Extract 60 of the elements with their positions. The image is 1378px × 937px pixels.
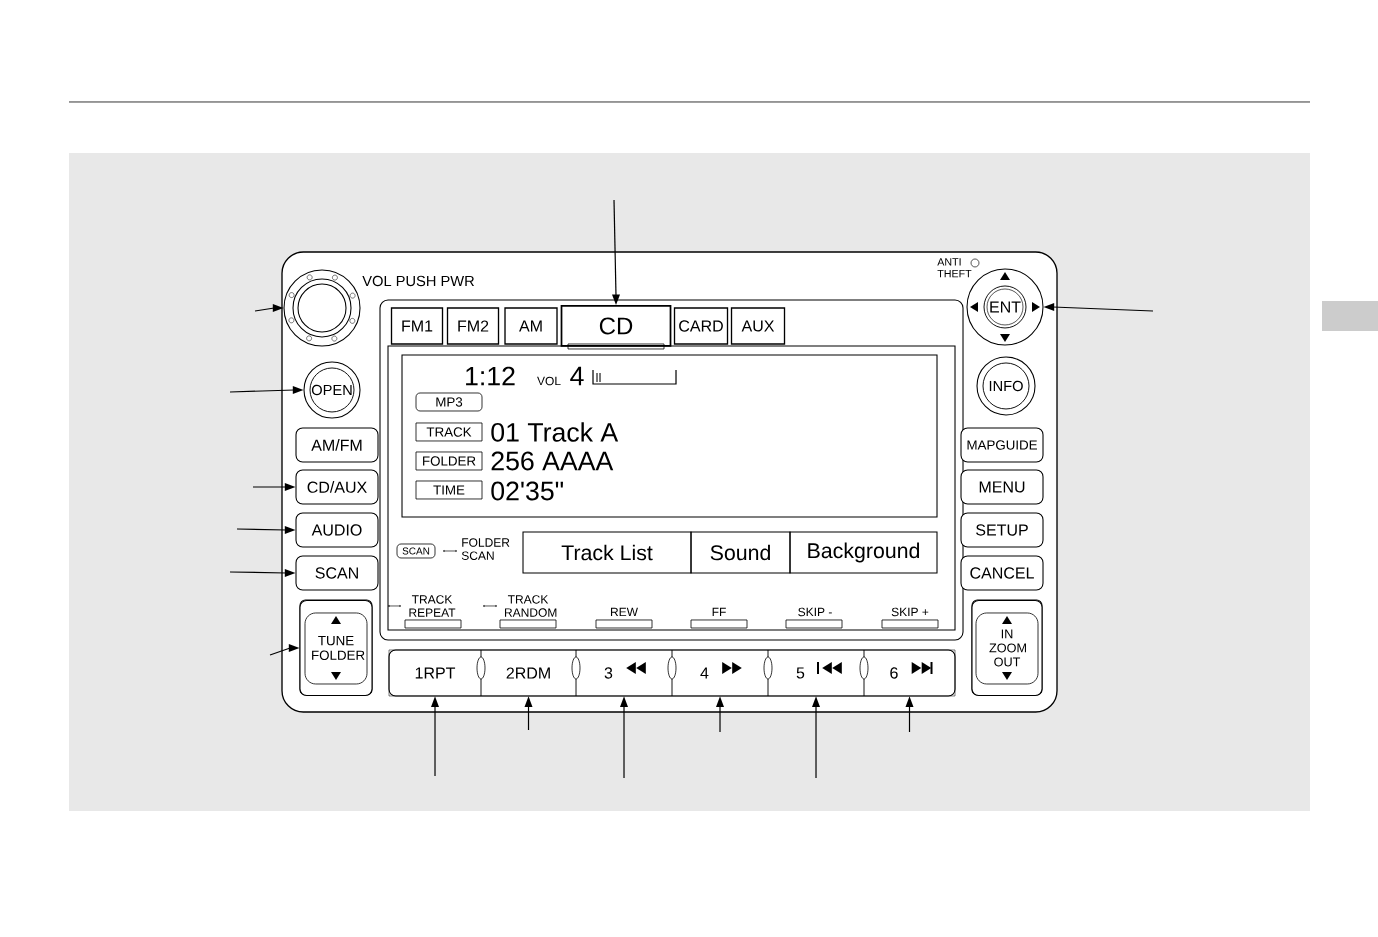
leader-arrow xyxy=(716,696,724,733)
leader-arrow xyxy=(812,696,820,779)
push-button: MAPGUIDE xyxy=(960,427,1044,463)
push-button: AM/FM xyxy=(295,427,379,463)
display-text: 02'35" xyxy=(491,481,563,501)
display-text: 01 Track A xyxy=(491,422,619,442)
leader-arrow xyxy=(524,696,533,731)
display-tag: TIME xyxy=(415,480,483,500)
soft-key-label: TRACK RANDOM xyxy=(505,595,557,617)
preset-button: 5 xyxy=(767,649,865,697)
leader-arrow xyxy=(229,569,296,577)
knob-label: VOL PUSH PWR xyxy=(362,275,475,287)
knob xyxy=(283,269,361,347)
leader-arrow xyxy=(236,526,296,534)
preset-button: 1RPT xyxy=(388,649,482,697)
push-button: MENU xyxy=(960,469,1044,505)
preset-button: 4 xyxy=(671,649,769,697)
display-text: VOL xyxy=(537,376,561,386)
push-button: SETUP xyxy=(960,512,1044,548)
menu-item: Track List xyxy=(522,531,692,574)
soft-key-label: REW xyxy=(611,607,638,617)
soft-key-label: TRACK REPEAT xyxy=(409,595,456,617)
round-button: OPEN xyxy=(303,361,361,419)
leader-arrow xyxy=(612,199,620,306)
menu-item: Sound xyxy=(690,531,791,574)
push-button: TUNE FOLDER xyxy=(299,599,373,696)
soft-key-label: SKIP - xyxy=(798,607,832,617)
display-text: 1:12 xyxy=(466,366,515,386)
preset-button: 3 xyxy=(575,649,673,697)
preset-button: 2RDM xyxy=(480,649,577,697)
preset-button: 6 xyxy=(863,649,956,697)
leader-arrow xyxy=(620,696,628,779)
push-button: IN ZOOM OUT xyxy=(971,599,1043,696)
round-button: INFO xyxy=(976,356,1036,416)
display-text: 4 xyxy=(570,366,584,386)
display-tag: FOLDER xyxy=(415,451,483,471)
source-tab: FM1 xyxy=(390,307,444,345)
display-tag: TRACK xyxy=(415,422,483,442)
source-tab: FM2 xyxy=(446,307,500,345)
leader-arrow xyxy=(1043,303,1154,312)
source-tab: CARD xyxy=(673,307,729,345)
push-button: CANCEL xyxy=(960,555,1044,591)
leader-arrow xyxy=(254,304,284,312)
push-button: CD/AUX xyxy=(295,469,379,505)
source-tab: AM xyxy=(504,307,558,345)
leader-arrow xyxy=(269,644,300,656)
soft-key-label: FF xyxy=(712,607,726,617)
leader-arrow xyxy=(905,696,914,733)
leader-arrow xyxy=(229,386,304,394)
push-button: SCAN xyxy=(295,555,379,591)
leader-arrow xyxy=(431,696,439,777)
display-tag: MP3 xyxy=(415,392,483,412)
display-text: 256 AAAA xyxy=(491,451,614,471)
menu-item: Background xyxy=(789,531,938,574)
display-text: FOLDER SCAN xyxy=(461,538,510,560)
source-tab: AUX xyxy=(730,307,786,345)
soft-key-label: SKIP + xyxy=(891,607,929,617)
display-tag: SCAN xyxy=(396,543,436,559)
push-button: AUDIO xyxy=(295,512,379,548)
leader-arrow xyxy=(252,483,296,491)
